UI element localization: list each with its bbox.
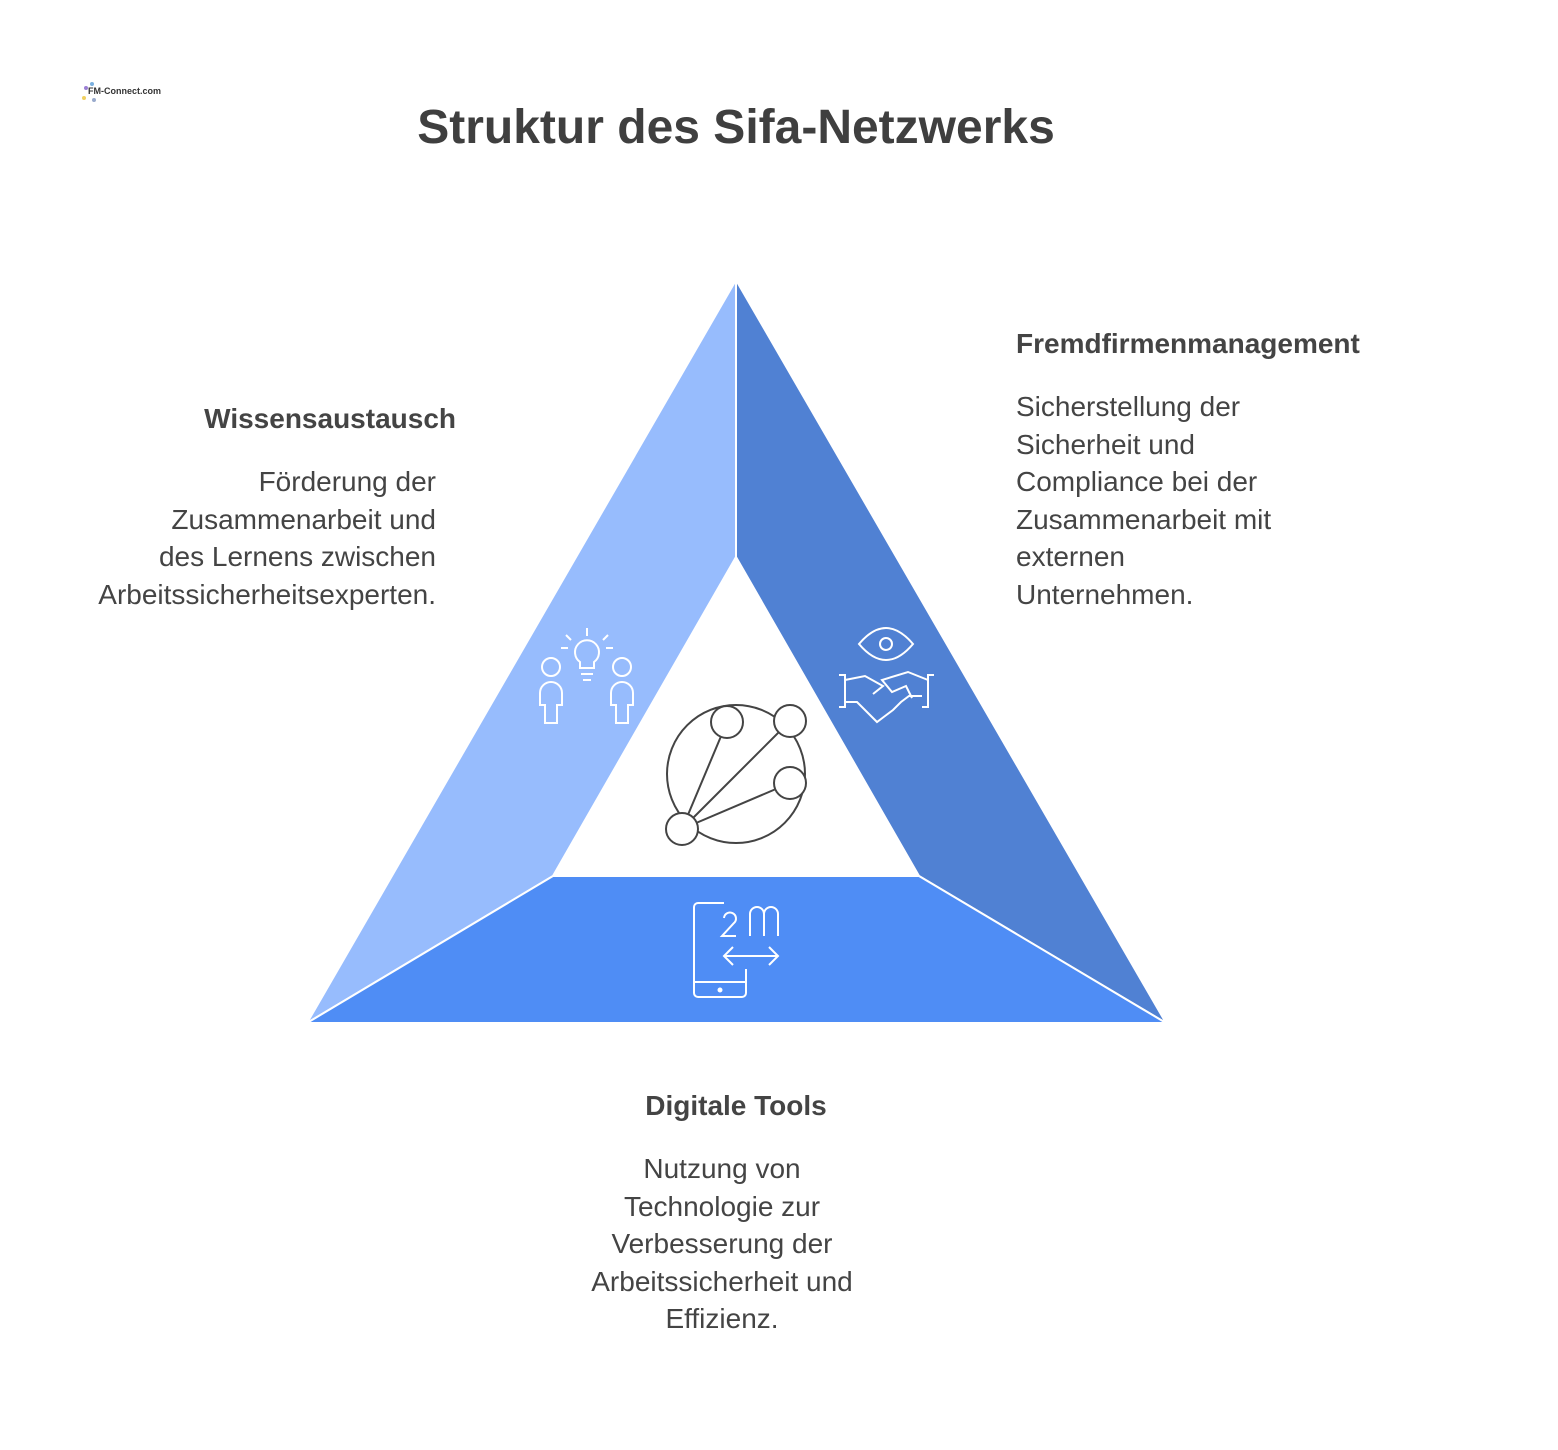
people-lightbulb-icon [539, 628, 634, 724]
desc-line: Zusammenarbeit und [171, 503, 436, 535]
desc-line: Sicherheit und [1016, 428, 1196, 460]
desc-line: Verbesserung der [611, 1228, 833, 1259]
logo-mark-icon [82, 82, 96, 102]
heading-wissensaustausch: Wissensaustausch [204, 403, 456, 434]
phone-distance-icon [693, 902, 780, 998]
network-icon [665, 704, 807, 846]
desc-line: Unternehmen. [1016, 578, 1194, 610]
desc-line: Nutzung von [643, 1153, 801, 1184]
segment-digitale-tools [303, 875, 1170, 1024]
desc-line: Arbeitssicherheitsexperten. [98, 578, 436, 610]
desc-line: Technologie zur [623, 1190, 821, 1222]
logo-text: FM-Connect.com [88, 86, 161, 96]
desc-line: Effizienz. [665, 1303, 779, 1334]
desc-line: Förderung der [258, 466, 436, 497]
desc-line: Zusammenarbeit mit [1016, 503, 1272, 535]
heading-fremdfirmenmanagement: Fremdfirmenmanagement [1016, 328, 1360, 359]
page-title: Struktur des Sifa-Netzwerks [417, 101, 1055, 154]
logo [80, 80, 140, 106]
eye-handshake-icon [839, 627, 934, 724]
desc-line: externen [1016, 541, 1125, 572]
desc-fremdfirmenmanagement: Sicherstellung der Sicherheit und Compli… [1016, 388, 1271, 613]
desc-wissensaustausch: Förderung der Zusammenarbeit und des Ler… [98, 463, 436, 613]
desc-line: Compliance bei der [1016, 466, 1258, 497]
desc-line: des Lernens zwischen [158, 541, 436, 572]
heading-digitale-tools: Digitale Tools [645, 1090, 827, 1121]
desc-line: Sicherstellung der [1016, 391, 1241, 422]
desc-line: Arbeitssicherheit und [591, 1265, 853, 1297]
desc-digitale-tools: Nutzung von Technologie zur Verbesserung… [522, 1150, 922, 1338]
